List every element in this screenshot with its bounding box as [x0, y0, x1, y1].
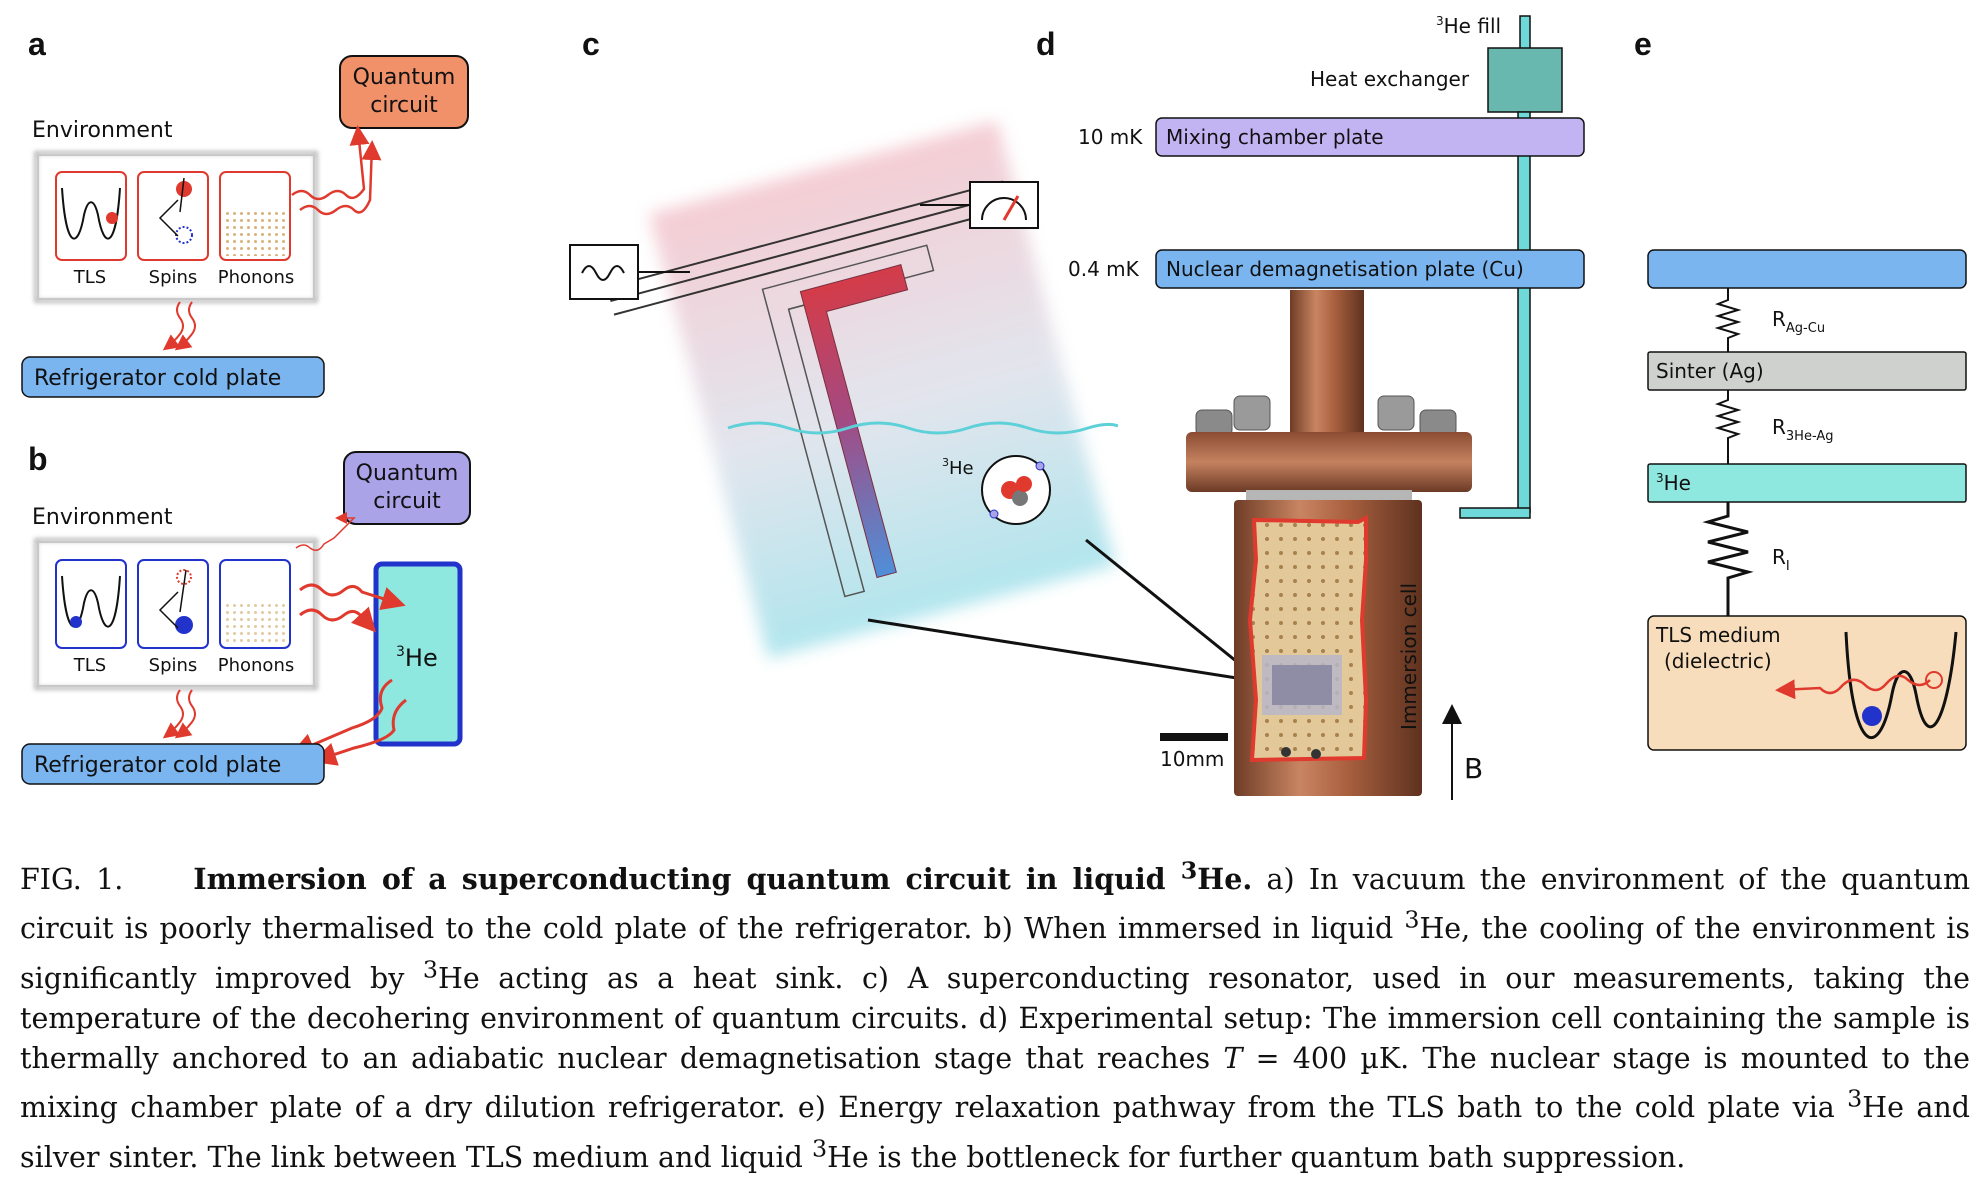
- zoom-line-1: [1085, 538, 1263, 684]
- figure-caption: FIG. 1. Immersion of a superconducting qu…: [20, 850, 1970, 1178]
- mixing-plate-label: Mixing chamber plate: [1166, 125, 1384, 149]
- phonons-label-a: Phonons: [218, 267, 294, 288]
- spins-label-a: Spins: [149, 267, 198, 288]
- environment-label-a: Environment: [32, 118, 173, 143]
- figure-number: FIG. 1.: [20, 862, 124, 896]
- he3-label-b: 3He: [396, 644, 438, 672]
- coupling-arrow-a2: [299, 140, 382, 216]
- environment-label-b: Environment: [32, 505, 173, 530]
- phonon-lattice-icon: [224, 600, 286, 644]
- r-i-label: RI: [1772, 545, 1790, 574]
- relaxation-arrow: [1775, 674, 1931, 700]
- field-label: B: [1464, 752, 1483, 785]
- nuclear-demag-plate: [1155, 249, 1585, 289]
- phonons-label-b: Phonons: [218, 655, 294, 676]
- r-ag-cu-label: RAg-Cu: [1772, 307, 1825, 336]
- mixing-temp-label: 10 mK: [1078, 125, 1143, 149]
- resistor-he-ag: [1714, 390, 1742, 464]
- quantum-circuit-line2-b: circuit: [373, 489, 441, 514]
- sinter-block: [1647, 351, 1967, 391]
- he3-cooling-arrow-b1: [290, 678, 393, 756]
- cooling-arrow-a2: [174, 301, 196, 351]
- cooling-arrow-b2: [174, 689, 196, 739]
- cooling-arrow-b1: [162, 689, 184, 739]
- panel-d: d 3He fill Heat exchanger 10 mK Mixing c…: [1036, 14, 1585, 800]
- fill-line: [1519, 15, 1531, 51]
- spin-icon: [176, 569, 192, 585]
- sample-pcb: [1247, 514, 1369, 763]
- spins-box-a: [137, 171, 209, 261]
- coupling-arrow-b: [295, 512, 356, 551]
- scale-bar: [1160, 733, 1228, 741]
- he3-label-c: 3He: [942, 456, 974, 479]
- he3-block-label: 3He: [1656, 471, 1691, 495]
- caption-body: a) In vacuum the environment of the quan…: [20, 862, 1970, 1174]
- he3-fill-label: 3He fill: [1436, 14, 1501, 38]
- he3-block: [1647, 463, 1967, 503]
- tls-box-b: [55, 559, 127, 649]
- heat-exchanger: [1487, 47, 1563, 113]
- panel-e-label: e: [1634, 26, 1652, 62]
- liquid-surface: [727, 421, 1119, 435]
- nuclear-temp-label: 0.4 mK: [1068, 257, 1140, 281]
- spin-icon: [176, 181, 192, 197]
- heat-arrow-b1: [299, 583, 406, 611]
- tls-medium-line2: (dielectric): [1664, 649, 1772, 673]
- spins-box-b: [137, 559, 209, 649]
- immersion-cell-label: Immersion cell: [1397, 583, 1421, 730]
- panel-c-label: c: [582, 26, 600, 62]
- cold-plate-b: [21, 743, 325, 785]
- panel-d-label: d: [1036, 26, 1056, 62]
- quantum-circuit-line1-a: Quantum: [353, 65, 456, 90]
- meter-icon: [969, 181, 1039, 229]
- panel-b: b Environment TLS Spins Phonons Quantum …: [21, 441, 471, 785]
- substrate-slab: [649, 120, 1116, 659]
- resistor-ag-cu: [1714, 288, 1742, 352]
- heat-exchanger-label: Heat exchanger: [1310, 67, 1470, 91]
- mixing-chamber-plate: [1155, 117, 1585, 157]
- cooling-arrow-a1: [162, 301, 184, 351]
- he3-cooling-arrow-b2: [312, 698, 407, 766]
- r-he-ag-label: R3He-Ag: [1772, 415, 1834, 444]
- panel-a: a Environment TLS Spins Phonons Quantum …: [21, 26, 469, 398]
- quantum-circuit-line1-b: Quantum: [356, 461, 459, 486]
- double-well-icon: [61, 187, 121, 240]
- coupling-arrow-a1: [291, 125, 370, 201]
- scale-bar-label: 10mm: [1160, 747, 1224, 771]
- feedline: [606, 180, 1004, 289]
- sinter-label: Sinter (Ag): [1656, 359, 1764, 383]
- cold-plate-a: [21, 356, 325, 398]
- cold-plate-label-a: Refrigerator cold plate: [34, 366, 281, 391]
- panel-c: c 3He: [569, 26, 1263, 684]
- cold-plate-label-b: Refrigerator cold plate: [34, 753, 281, 778]
- phonon-lattice-icon: [224, 210, 286, 256]
- capillary: [1517, 111, 1531, 513]
- resonator: [799, 264, 909, 579]
- heat-arrow-b2: [299, 606, 377, 633]
- signal-source-icon: [569, 244, 639, 300]
- zoom-line-2: [867, 618, 1263, 684]
- double-well-icon: [1844, 631, 1958, 740]
- nuclear-plate-block: [1647, 249, 1967, 289]
- spins-label-b: Spins: [149, 655, 198, 676]
- resistor-i: [1702, 502, 1754, 616]
- copper-rod: [1290, 290, 1364, 440]
- figure-1: a Environment TLS Spins Phonons Quantum …: [21, 14, 1967, 800]
- quantum-circuit-box-b: [343, 451, 471, 525]
- panel-e: e RAg-Cu Sinter (Ag) R3He-Ag 3He RI TLS …: [1634, 26, 1967, 751]
- flange: [1186, 432, 1472, 492]
- tls-label-b: TLS: [73, 655, 106, 676]
- quantum-circuit-box-a: [339, 55, 469, 129]
- caption-title: Immersion of a superconducting quantum c…: [193, 856, 1253, 896]
- tls-medium-line1: TLS medium: [1655, 623, 1781, 647]
- nuclear-plate-label: Nuclear demagnetisation plate (Cu): [1166, 257, 1524, 281]
- panel-b-label: b: [28, 441, 48, 477]
- quantum-circuit-line2-a: circuit: [370, 93, 438, 118]
- tls-label-a: TLS: [73, 267, 106, 288]
- panel-a-label: a: [28, 26, 46, 62]
